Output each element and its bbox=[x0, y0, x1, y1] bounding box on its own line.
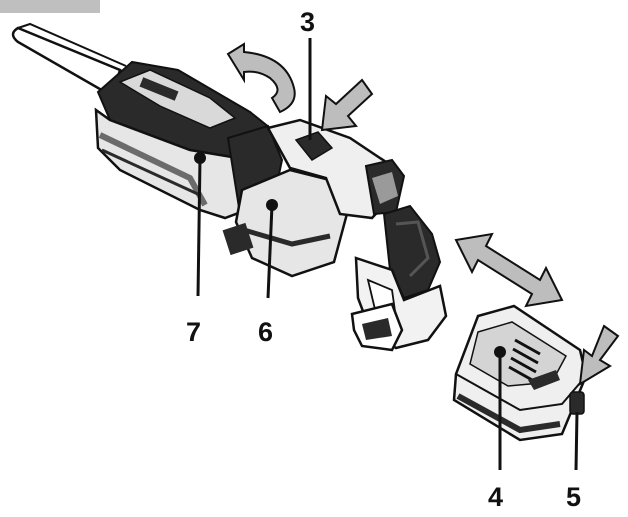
callout-6: 6 bbox=[258, 317, 273, 347]
press-arrow-icon bbox=[578, 324, 620, 386]
release-button bbox=[569, 391, 585, 415]
leader-lines bbox=[196, 38, 579, 471]
handle-assembly bbox=[222, 118, 448, 352]
callout-4: 4 bbox=[488, 482, 503, 512]
chain-bar bbox=[11, 22, 127, 98]
battery-ridges bbox=[508, 338, 541, 383]
double-arrow-icon bbox=[454, 232, 564, 308]
callout-5: 5 bbox=[566, 482, 581, 512]
header-tab bbox=[0, 0, 100, 13]
push-arrow-icon bbox=[320, 78, 374, 132]
rotate-arrow-icon bbox=[226, 42, 296, 114]
battery-pack bbox=[452, 304, 588, 442]
callout-3: 3 bbox=[300, 7, 315, 37]
callout-7: 7 bbox=[186, 317, 201, 347]
